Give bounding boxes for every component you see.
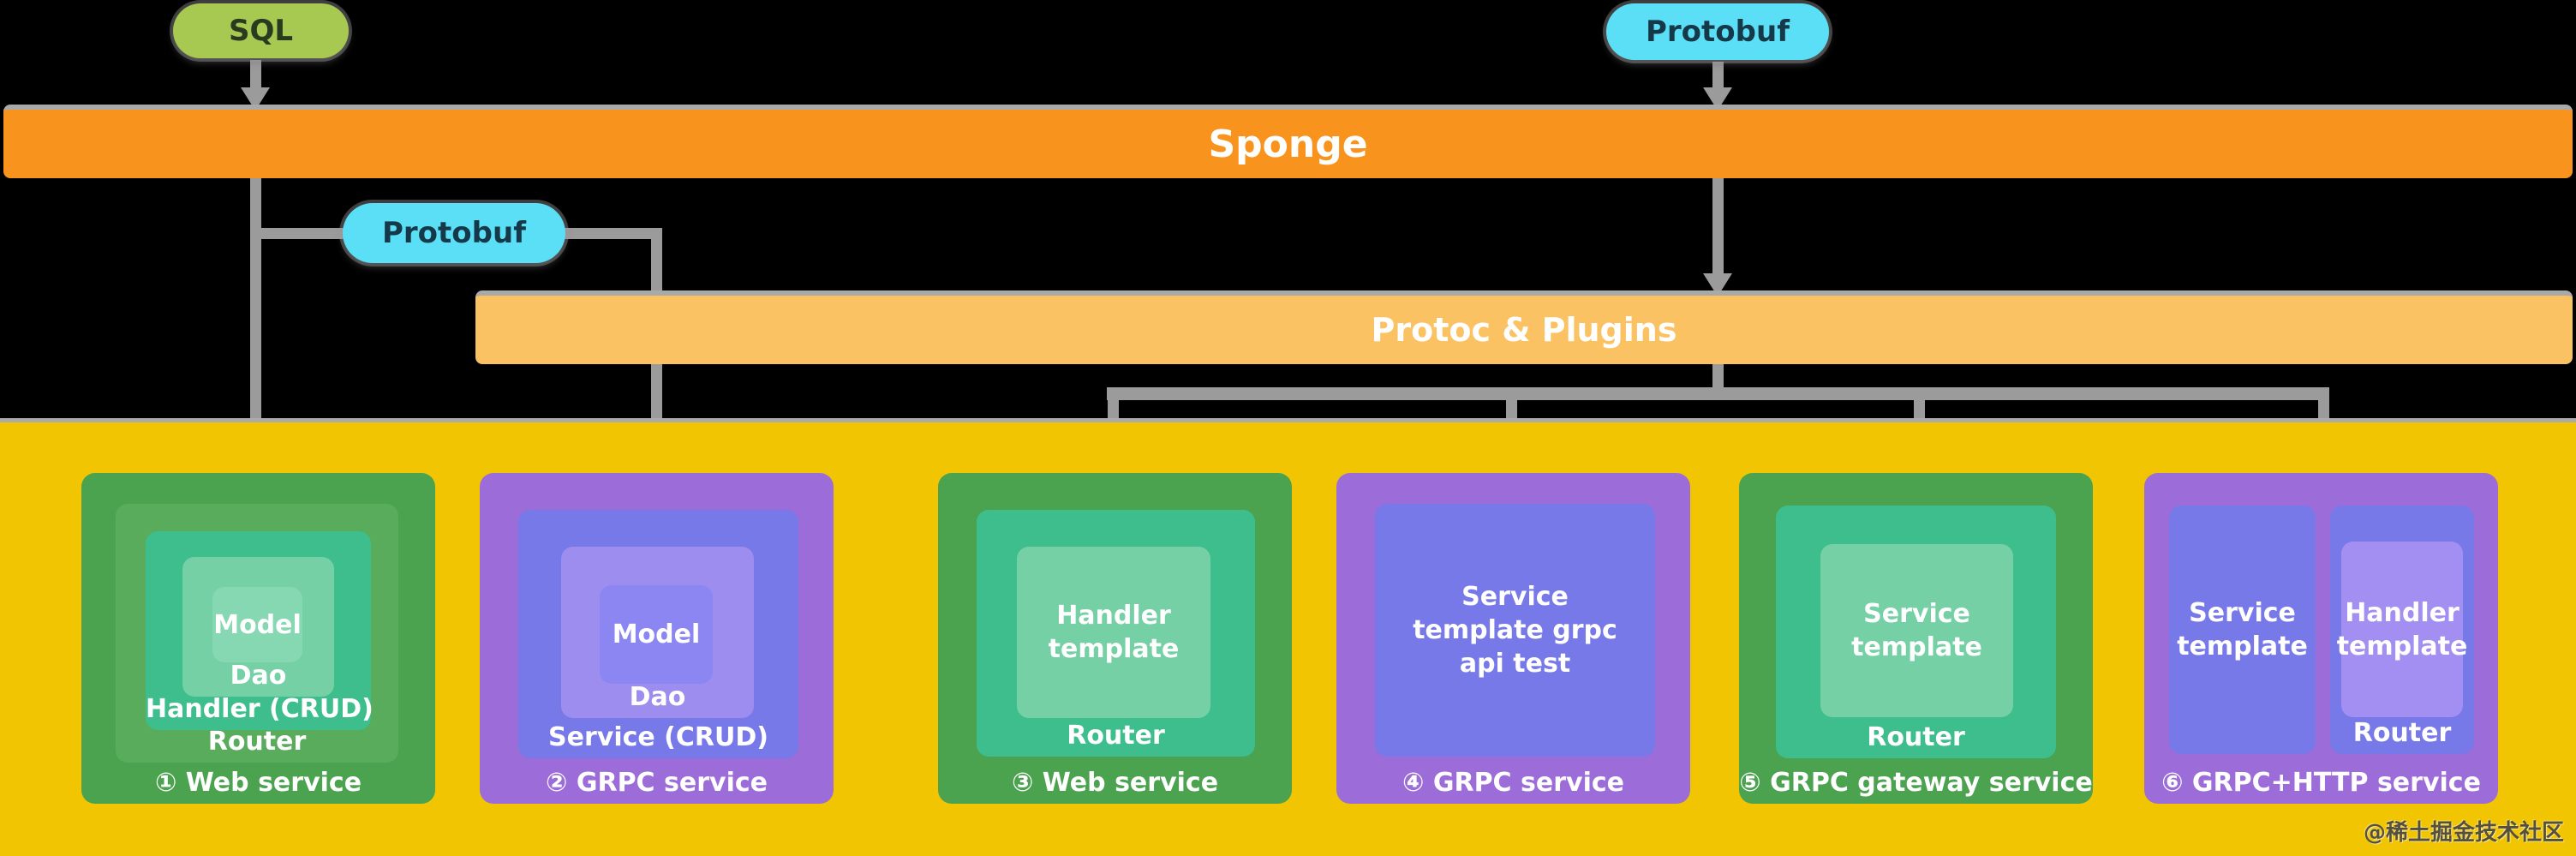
- box3-router-label: Router: [1067, 721, 1165, 751]
- sql-badge: SQL: [173, 3, 349, 58]
- box6-title: ⑥ GRPC+HTTP service: [2161, 768, 2481, 798]
- box6-service-template-label: Service template: [2177, 598, 2308, 661]
- box-web-service: ③ Web service Router Handler template: [938, 473, 1292, 804]
- box4-service-template-label: Service template grpc api test: [1413, 582, 1617, 679]
- box5-service-template-layer: Service template: [1820, 544, 2013, 717]
- box6-router-label: Router: [2352, 718, 2452, 748]
- box-grpc-service: ④ GRPC service Service template grpc api…: [1336, 473, 1690, 804]
- box-web-service-crud: ① Web service Router Handler (CRUD) Dao …: [81, 473, 435, 804]
- box6-service-template-layer: Service template: [2169, 506, 2316, 754]
- box3-router-layer: Router Handler template: [977, 510, 1255, 757]
- box6-handler-template-label: Handler template: [2336, 597, 2468, 661]
- line-sql-to-sponge: [250, 60, 261, 91]
- box1-model-label: Model: [213, 609, 302, 640]
- box1-model-layer: Model: [212, 587, 302, 662]
- protoc-plugins-bar: Protoc & Plugins: [475, 290, 2573, 364]
- box2-model-layer: Model: [600, 585, 713, 684]
- box5-router-label: Router: [1867, 722, 1965, 752]
- protobuf-badge-middle: Protobuf: [343, 203, 565, 263]
- box1-dao-layer: Dao Model: [182, 557, 334, 697]
- box5-title: ⑤ GRPC gateway service: [1739, 768, 2093, 798]
- box2-service-label: Service (CRUD): [548, 722, 768, 752]
- box2-dao-label: Dao: [629, 682, 686, 712]
- box3-title: ③ Web service: [1011, 768, 1219, 798]
- box2-service-layer: Service (CRUD) Dao Model: [518, 510, 798, 758]
- box-grpc-gateway-service: ⑤ GRPC gateway service Router Service te…: [1739, 473, 2093, 804]
- line-distribution-horizontal: [1107, 387, 2329, 400]
- box1-router-layer: Router Handler (CRUD) Dao Model: [116, 504, 398, 763]
- protobuf-badge-top: Protobuf: [1606, 3, 1829, 60]
- watermark: @稀土掘金技术社区: [2363, 820, 2564, 846]
- box6-handler-template-layer: Handler template: [2336, 542, 2468, 717]
- box2-title: ② GRPC service: [546, 768, 768, 798]
- line-protobuf-to-sponge: [1712, 62, 1724, 91]
- box4-service-template-layer: Service template grpc api test: [1375, 504, 1655, 757]
- line-protoc-to-distribution: [1712, 364, 1724, 390]
- sponge-bar: Sponge: [3, 105, 2573, 178]
- box1-title: ① Web service: [154, 768, 362, 798]
- box2-model-label: Model: [612, 620, 701, 649]
- box3-handler-template-label: Handler template: [1048, 601, 1180, 664]
- line-sponge-to-box1: [250, 178, 261, 454]
- line-sponge-to-protoc: [1712, 178, 1724, 275]
- box6-router-layer: Router Handler template: [2330, 506, 2474, 754]
- box1-handler-label: Handler (CRUD): [146, 694, 374, 724]
- box-grpc-service-crud: ② GRPC service Service (CRUD) Dao Model: [480, 473, 834, 804]
- box2-dao-layer: Dao Model: [561, 547, 754, 718]
- box-grpc-http-service: ⑥ GRPC+HTTP service Service template Rou…: [2144, 473, 2498, 804]
- box1-handler-layer: Handler (CRUD) Dao Model: [146, 531, 374, 730]
- box1-router-label: Router: [207, 727, 307, 757]
- box1-dao-label: Dao: [230, 661, 287, 691]
- box5-service-template-label: Service template: [1851, 599, 1982, 662]
- box3-handler-template-layer: Handler template: [1017, 547, 1210, 718]
- box5-router-layer: Router Service template: [1776, 506, 2056, 758]
- box4-title: ④ GRPC service: [1402, 768, 1624, 798]
